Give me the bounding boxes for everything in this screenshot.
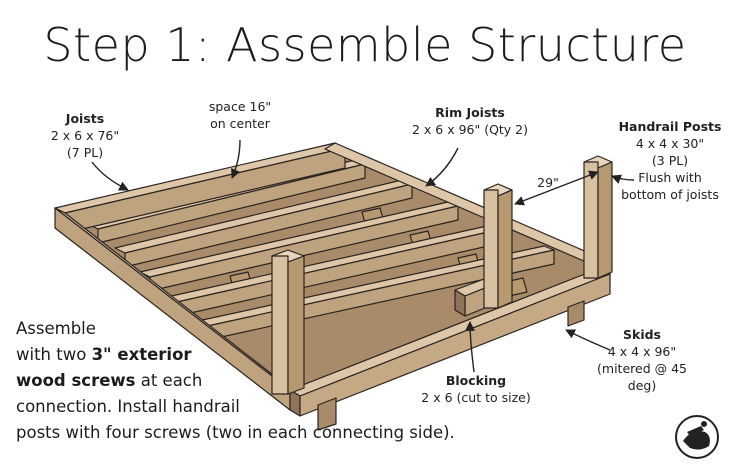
instructions-line2: with two 3" exterior: [16, 342, 455, 368]
joists-size: 2 x 6 x 76": [50, 128, 120, 143]
handrail-post-right: [583, 155, 613, 279]
skids-label: Skids 4 x 4 x 96" (mitered @ 45 deg): [582, 326, 702, 394]
skids-leader-arrow: [565, 329, 611, 351]
joists-leader-arrow: [91, 161, 129, 191]
blocking-size: 2 x 6 (cut to size): [421, 390, 531, 405]
page-title: Step 1: Assemble Structure: [43, 18, 687, 72]
handrail-posts-note1: Flush with: [638, 170, 702, 185]
spacing-line2: on center: [210, 116, 270, 131]
blocking-name: Blocking: [445, 373, 507, 388]
handrail-posts-note2: bottom of joists: [621, 187, 719, 202]
joist: [139, 201, 459, 292]
back-rim-joist: [54, 142, 346, 234]
instructions-line3-post: at each: [140, 371, 203, 390]
assembly-instructions: Assemble with two 3" exterior wood screw…: [16, 316, 455, 446]
skids-size: 4 x 4 x 96": [607, 344, 677, 359]
blocking-leader-arrow: [465, 321, 475, 373]
workshop-logo-icon: [675, 415, 719, 459]
handrail-posts-label: Handrail Posts 4 x 4 x 30" (3 PL) Flush …: [618, 118, 722, 203]
joists-name: Joists: [65, 111, 105, 126]
rim-joists-leader-arrow: [425, 147, 459, 187]
spacing-leader-arrow: [231, 139, 241, 179]
rim-joists-label: Rim Joists 2 x 6 x 96" (Qty 2): [395, 104, 545, 138]
blocking-label: Blocking 2 x 6 (cut to size): [408, 372, 544, 406]
handrail-posts-name: Handrail Posts: [618, 119, 722, 134]
instructions-line5: posts with four screws (two in each conn…: [16, 423, 455, 442]
joists-qty: (7 PL): [66, 145, 104, 160]
rim-joists-size: 2 x 6 x 96" (Qty 2): [411, 122, 529, 137]
instructions-line3-bold: wood screws: [16, 371, 136, 390]
handrail-post-left: [271, 249, 305, 395]
instructions-line2-bold: 3" exterior: [91, 345, 192, 364]
spacing-line1: space 16": [208, 99, 272, 114]
spacing-label: space 16" on center: [190, 98, 290, 132]
joists-label: Joists 2 x 6 x 76" (7 PL): [30, 110, 140, 161]
dimension-arrow: [514, 170, 599, 206]
dimension-label: 29": [537, 175, 559, 190]
front-rim-joist: [289, 267, 611, 417]
instructions-line3: wood screws at each: [16, 368, 455, 394]
instructions-line1: Assemble: [16, 319, 96, 338]
handrail-post-middle: [483, 183, 513, 309]
skids-note: (mitered @ 45 deg): [597, 361, 687, 393]
instructions-line2-pre: with two: [16, 345, 87, 364]
skids-name: Skids: [623, 327, 661, 342]
skids: [317, 300, 585, 431]
handrail-posts-size: 4 x 4 x 30": [635, 136, 705, 151]
handrail-posts-qty: (3 PL): [651, 153, 689, 168]
rim-joists-name: Rim Joists: [435, 105, 505, 120]
handrail-posts-leader-arrow: [611, 174, 635, 184]
instructions-line4: connection. Install handrail: [16, 397, 240, 416]
